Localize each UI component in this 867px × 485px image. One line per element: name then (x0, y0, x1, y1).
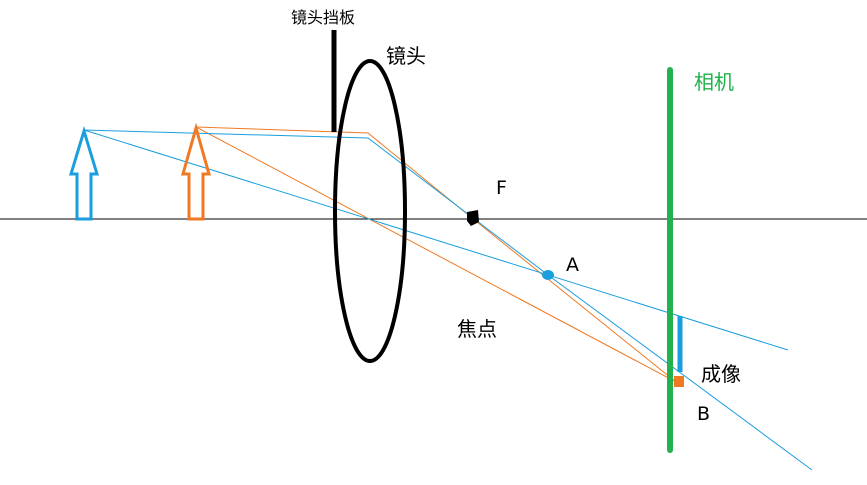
point-a-marker (542, 270, 554, 280)
focal-point-marker (467, 210, 479, 226)
lens-baffle-label: 镜头挡板 (291, 8, 356, 27)
orange-ray-through-focus (195, 126, 677, 383)
focal-point-label: F (496, 177, 507, 199)
orange-ray-through-center (195, 126, 677, 383)
blue-ray-through-focus (83, 129, 813, 471)
focus-point-label: 焦点 (457, 317, 497, 341)
blue-object-arrow-icon (68, 125, 100, 221)
point-a-label: A (566, 254, 579, 276)
lens-ellipse (333, 59, 407, 363)
lens-label: 镜头 (386, 44, 426, 68)
point-b-label: B (697, 403, 711, 425)
camera-label: 相机 (694, 70, 734, 94)
image-orange-mark (674, 376, 684, 387)
image-label: 成像 (701, 362, 741, 386)
orange-object-arrow-icon (181, 122, 211, 221)
